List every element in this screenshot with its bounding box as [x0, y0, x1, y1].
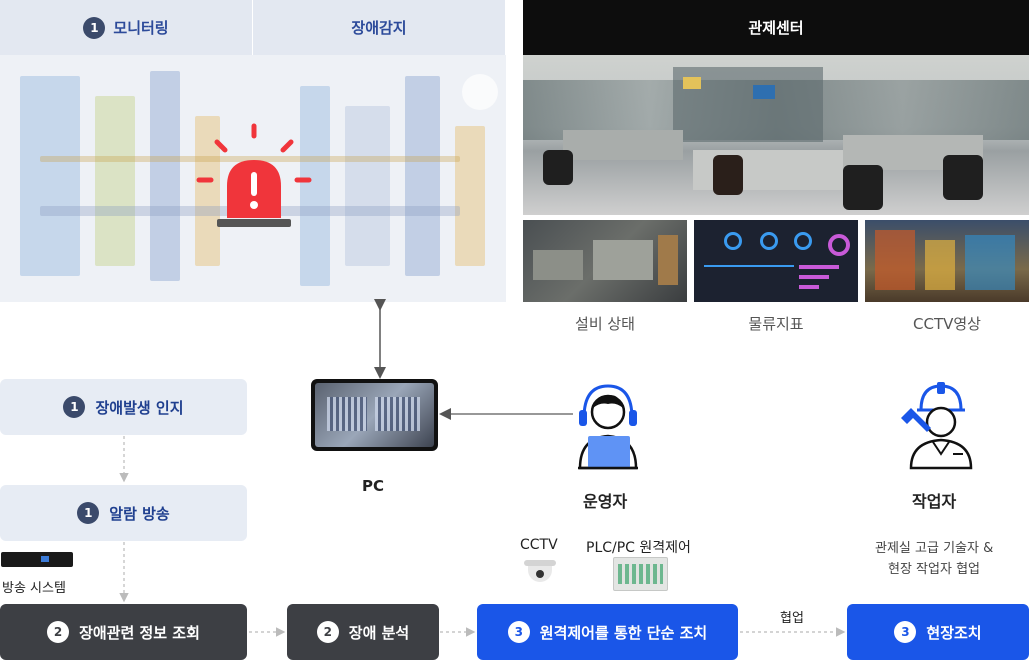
control-center-title: 관제센터 — [523, 0, 1029, 55]
pc-monitor — [311, 379, 438, 451]
tab-monitoring-label: 모니터링 — [113, 19, 169, 37]
step-number: 1 — [63, 396, 86, 418]
caption-equipment-status: 설비 상태 — [575, 315, 635, 333]
plc-device-icon — [613, 557, 668, 591]
worker-icon — [901, 382, 973, 470]
equipment-status-thumbnail — [523, 220, 687, 302]
step-remote-control-action: 3 원격제어를 통한 단순 조치 — [477, 604, 738, 660]
control-room-photo — [523, 55, 1029, 215]
step-onsite-action: 3 현장조치 — [847, 604, 1029, 660]
monitoring-tabs: 1 모니터링 장애감지 — [0, 0, 506, 55]
tab-fault-detection-label: 장애감지 — [351, 19, 407, 37]
step-label: 현장조치 — [926, 623, 982, 642]
step-label: 장애관련 정보 조회 — [79, 623, 200, 642]
cctv-label: CCTV — [520, 537, 558, 553]
pc-label: PC — [362, 477, 385, 495]
caption-cctv-video: CCTV영상 — [913, 315, 981, 333]
logistics-indicator-thumbnail — [694, 220, 858, 302]
step-number: 2 — [316, 621, 339, 643]
step-number: 2 — [47, 621, 70, 643]
step-number: 1 — [83, 16, 106, 39]
step-number: 3 — [894, 621, 917, 643]
step-fault-info-lookup: 2 장애관련 정보 조회 — [0, 604, 247, 660]
step-fault-analysis: 2 장애 분석 — [287, 604, 439, 660]
step-label: 장애 분석 — [348, 623, 410, 642]
step-label: 원격제어를 통한 단순 조치 — [539, 623, 708, 642]
alarm-siren-icon — [196, 123, 312, 227]
step-alarm-broadcast: 1 알람 방송 — [0, 485, 247, 541]
caption-logistics-indicator: 물류지표 — [748, 315, 804, 333]
tab-fault-detection[interactable]: 장애감지 — [253, 0, 506, 55]
broadcast-system-label: 방송 시스템 — [2, 581, 66, 596]
plc-remote-control-label: PLC/PC 원격제어 — [586, 540, 691, 556]
worker-description-line-1: 관제실 고급 기술자 & — [875, 541, 994, 556]
operator-label: 운영자 — [583, 492, 628, 511]
operator-icon — [578, 384, 638, 470]
compass-icon — [462, 74, 498, 110]
broadcast-device-icon — [1, 552, 73, 567]
tab-monitoring[interactable]: 1 모니터링 — [0, 0, 253, 55]
worker-label: 작업자 — [912, 492, 957, 511]
step-label: 장애발생 인지 — [95, 398, 184, 417]
step-number: 1 — [77, 502, 100, 524]
cctv-camera-icon — [524, 560, 556, 584]
step-fault-recognition: 1 장애발생 인지 — [0, 379, 247, 435]
collaboration-label: 협업 — [780, 611, 804, 626]
cctv-video-thumbnail — [865, 220, 1029, 302]
worker-description-line-2: 현장 작업자 협업 — [888, 562, 980, 577]
step-number: 3 — [507, 621, 530, 643]
step-label: 알람 방송 — [109, 504, 170, 523]
